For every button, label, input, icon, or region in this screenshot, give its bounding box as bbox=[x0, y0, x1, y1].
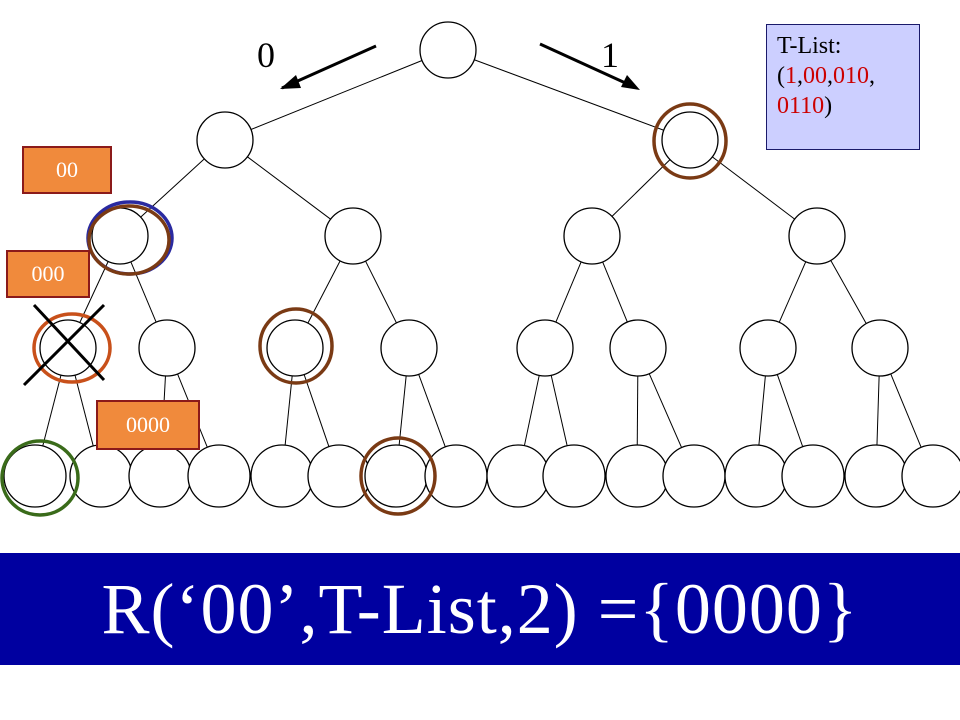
tree-edge-l1-1-1 bbox=[712, 156, 795, 220]
t-list-value-00: 00 bbox=[803, 63, 827, 89]
t-list-box: T-List: (1,00,010, 0110) bbox=[766, 24, 920, 150]
tree-node-l3-4 bbox=[516, 319, 574, 377]
tree-edge-l3-4-0 bbox=[523, 375, 540, 446]
t-list-comma-2: , bbox=[827, 63, 833, 89]
tree-nodes bbox=[3, 21, 960, 508]
tree-edge-l3-0-0 bbox=[42, 374, 62, 447]
tag-000: 000 bbox=[6, 250, 90, 298]
tree-node-l3-6 bbox=[739, 319, 797, 377]
tree-node-l3-0 bbox=[39, 319, 97, 377]
tree-edge-l3-5-1 bbox=[648, 373, 683, 448]
tree-node-l3-7 bbox=[851, 319, 909, 377]
tree-node-l4-10 bbox=[605, 444, 669, 508]
tree-node-l4-13 bbox=[781, 444, 845, 508]
tree-edge-l2-2-0 bbox=[555, 261, 582, 323]
tree-node-l1-0 bbox=[196, 111, 254, 169]
tree-node-l4-2 bbox=[128, 444, 192, 508]
tree-node-l3-5 bbox=[609, 319, 667, 377]
tree-edge-l2-1-1 bbox=[365, 260, 397, 324]
tree-edge-l2-3-0 bbox=[778, 261, 807, 323]
tree-node-l1-1 bbox=[661, 111, 719, 169]
ring-node-0110 bbox=[359, 436, 437, 516]
tree-node-l4-14 bbox=[844, 444, 908, 508]
tree-edge-l3-4-1 bbox=[550, 375, 568, 446]
tree-edge-l3-0-1 bbox=[74, 374, 94, 447]
tree-edge-l3-7-1 bbox=[890, 373, 922, 448]
tree-edge-l2-0-0 bbox=[79, 261, 109, 323]
tree-edge-l0-0-0 bbox=[250, 60, 423, 130]
tag-0000: 0000 bbox=[96, 400, 200, 450]
tag-00: 00 bbox=[22, 146, 112, 194]
tree-edge-l3-6-1 bbox=[776, 374, 804, 447]
tree-node-l4-8 bbox=[486, 444, 550, 508]
tree-node-l3-3 bbox=[380, 319, 438, 377]
tree-edge-l0-0-1 bbox=[474, 59, 664, 131]
tree-node-l0-0 bbox=[419, 21, 477, 79]
tree-node-l4-15 bbox=[901, 444, 960, 508]
tree-edge-l1-0-1 bbox=[247, 156, 331, 220]
tree-node-l4-11 bbox=[662, 444, 726, 508]
t-list-close-paren: ) bbox=[824, 93, 833, 119]
t-list-comma-3: , bbox=[869, 63, 875, 89]
tree-edge-l3-5-0 bbox=[636, 375, 639, 446]
ring-node-000 bbox=[32, 312, 112, 384]
tree-edge-l2-2-1 bbox=[602, 261, 628, 323]
arrow-right-line bbox=[539, 42, 633, 88]
result-formula: R(‘00’,T-List,2) ={0000} bbox=[101, 568, 859, 649]
tree-edge-l3-6-0 bbox=[758, 375, 766, 446]
tree-node-l4-6 bbox=[364, 444, 428, 508]
tree-edge-l2-3-1 bbox=[830, 260, 867, 324]
cross-mark-line-2 bbox=[22, 303, 106, 387]
tree-node-l3-2 bbox=[266, 319, 324, 377]
highlight-rings bbox=[0, 102, 728, 517]
branch-label-zero: 0 bbox=[257, 35, 275, 75]
tree-node-l4-4 bbox=[250, 444, 314, 508]
t-list-value-0110: 0110 bbox=[777, 93, 825, 119]
ring-node-00-brown bbox=[87, 204, 171, 276]
arrow-right-head bbox=[621, 75, 640, 90]
tree-node-l4-12 bbox=[724, 444, 788, 508]
tree-edge-l3-2-0 bbox=[284, 375, 293, 446]
tree-edge-l3-3-0 bbox=[398, 375, 407, 446]
tree-node-l2-3 bbox=[788, 207, 846, 265]
tree-edge-l3-3-1 bbox=[418, 374, 446, 448]
t-list-title: T-List: bbox=[777, 33, 842, 59]
ring-node-1 bbox=[652, 102, 728, 180]
ring-node-0000 bbox=[0, 439, 80, 517]
t-list-open-paren: ( bbox=[777, 63, 785, 89]
arrow-left-head bbox=[280, 75, 301, 89]
t-list-value-010: 010 bbox=[833, 63, 869, 89]
t-list-value-1: 1 bbox=[785, 63, 797, 89]
t-list-comma-1: , bbox=[797, 63, 803, 89]
tree-node-l4-3 bbox=[187, 444, 251, 508]
t-list-values-line1: (1,00,010, bbox=[777, 61, 909, 91]
ring-node-010 bbox=[258, 307, 334, 385]
tree-node-l2-2 bbox=[563, 207, 621, 265]
cross-mark-line-1 bbox=[32, 303, 106, 382]
tree-node-l2-1 bbox=[324, 207, 382, 265]
tree-node-l4-0 bbox=[3, 444, 67, 508]
tree-node-l3-1 bbox=[138, 319, 196, 377]
t-list-values-line2: 0110) bbox=[777, 91, 909, 121]
tree-edge-l1-0-0 bbox=[140, 158, 205, 218]
tree-node-l4-9 bbox=[542, 444, 606, 508]
tree-edge-l1-1-0 bbox=[611, 159, 671, 217]
result-banner: R(‘00’,T-List,2) ={0000} bbox=[0, 553, 960, 665]
tree-edge-l3-2-1 bbox=[303, 374, 330, 447]
tree-edge-l2-0-1 bbox=[130, 261, 157, 323]
tree-edge-l3-7-0 bbox=[876, 375, 880, 446]
branch-label-one: 1 bbox=[601, 35, 619, 75]
